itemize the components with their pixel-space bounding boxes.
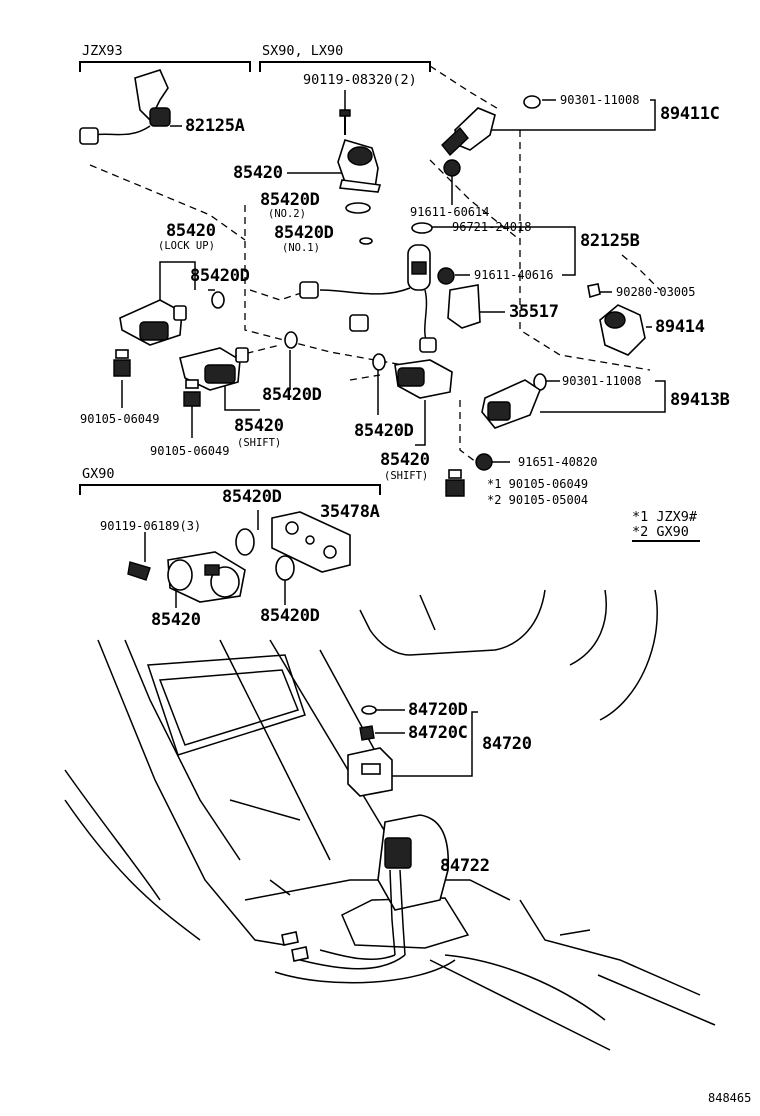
part-89411c-sensor <box>441 107 496 157</box>
label-85420d-b: 85420D <box>262 385 322 405</box>
part-85420-solenoid-top <box>337 139 382 193</box>
part-35478a-gasket <box>271 511 351 573</box>
label-91611-60614: 91611-60614 <box>410 205 490 219</box>
label-85420d-gx-a: 85420D <box>222 487 282 507</box>
label-89411c: 89411C <box>660 104 720 124</box>
label-90280-03005: 90280-03005 <box>616 285 696 299</box>
part-85420-shift-solenoid-b <box>394 359 453 399</box>
label-85420d-gx-b: 85420D <box>260 606 320 626</box>
label-90301-11008-a: 90301-11008 <box>560 93 640 107</box>
console-outline <box>64 589 716 1051</box>
washer-91651-40820 <box>475 453 493 471</box>
label-82125b: 82125B <box>580 231 640 251</box>
part-84720-indicator-box <box>347 747 393 797</box>
label-85420-shift-b: 85420 <box>380 450 430 470</box>
sx90-bracket <box>259 61 431 72</box>
oring-85420d-a <box>211 291 225 309</box>
part-89413b-sensor <box>481 379 541 429</box>
label-85420-shift-a: 85420 <box>234 416 284 436</box>
label-84720c: 84720C <box>408 723 468 743</box>
part-84722-shift-knob <box>281 814 450 970</box>
part-90105-06049-bolt-a <box>113 349 131 377</box>
part-85420-lockup-solenoid <box>119 299 187 346</box>
part-star-bolt <box>445 469 465 497</box>
label-85420d-a: 85420D <box>190 266 250 286</box>
oring-85420d-b <box>284 331 298 349</box>
group-sx90-lx90: SX90, LX90 <box>262 43 344 59</box>
part-90119-08320-bolt <box>339 109 351 135</box>
label-82125a: 82125A <box>185 116 245 136</box>
dash-outline-10 <box>621 254 661 291</box>
dash-outline-4 <box>519 130 651 371</box>
washer-91611-40616 <box>437 267 455 285</box>
label-85420d-no1: 85420D <box>274 223 334 243</box>
oring-85420d-gx-a <box>235 528 255 556</box>
dash-outline-2 <box>89 164 246 241</box>
label-91611-40616: 91611-40616 <box>474 268 554 282</box>
figure-number: 848465 <box>708 1091 752 1105</box>
label-91651-40820: 91651-40820 <box>518 455 598 469</box>
label-star1-part: *1 90105-06049 <box>487 477 589 491</box>
dash-outline-9 <box>349 374 381 381</box>
washer-91611-60614 <box>443 159 461 177</box>
part-35517-bracket <box>447 284 481 329</box>
label-84720: 84720 <box>482 734 532 754</box>
label-84722: 84722 <box>440 856 490 876</box>
part-84720c-socket <box>359 725 375 741</box>
label-85420-gx: 85420 <box>151 610 201 630</box>
part-82125a-sensor <box>79 69 171 145</box>
part-84720d-bulb <box>361 705 377 715</box>
dash-outline-1 <box>429 65 501 111</box>
label-90119-06189: 90119-06189(3) <box>100 519 202 533</box>
label-89413b: 89413B <box>670 390 730 410</box>
oring-85420d-no1 <box>359 237 373 245</box>
label-90105-06049-b: 90105-06049 <box>150 444 230 458</box>
label-star2-part: *2 90105-05004 <box>487 493 589 507</box>
dash-outline-5 <box>459 400 481 466</box>
part-85420-gx-solenoid <box>167 551 246 603</box>
label-89414: 89414 <box>655 317 705 337</box>
clip-90280-03005 <box>587 283 601 299</box>
part-82125b-sensor <box>299 244 437 353</box>
label-35478a: 35478A <box>320 502 380 522</box>
oring-90301-11008-a <box>523 95 541 109</box>
label-90119-08320: 90119-08320(2) <box>303 72 417 88</box>
oring-96721-24018 <box>411 222 433 234</box>
part-89414-sensor <box>599 304 646 356</box>
note-star1: *1 JZX9# <box>632 509 698 525</box>
gx90-bracket <box>79 484 381 495</box>
label-90301-11008-b: 90301-11008 <box>562 374 642 388</box>
oring-85420d-no2 <box>345 202 371 214</box>
oring-85420d-gx-b <box>275 555 295 581</box>
label-lockup: (LOCK UP) <box>158 240 215 252</box>
label-shift-b: (SHIFT) <box>384 470 429 482</box>
label-85420-top: 85420 <box>233 163 283 183</box>
oring-85420d-c <box>372 353 386 371</box>
label-no2: (NO.2) <box>268 208 306 220</box>
label-96721-24018: 96721-24018 <box>452 220 532 234</box>
jzx93-bracket <box>79 61 251 72</box>
label-85420-lockup: 85420 <box>166 221 216 241</box>
label-85420d-no2: 85420D <box>260 190 320 210</box>
group-gx90: GX90 <box>82 466 115 482</box>
label-84720d: 84720D <box>408 700 468 720</box>
label-90105-06049-a: 90105-06049 <box>80 412 160 426</box>
label-no1: (NO.1) <box>282 242 320 254</box>
group-jzx93: JZX93 <box>82 43 123 59</box>
part-90119-06189-bolt <box>127 561 151 581</box>
label-35517: 35517 <box>509 302 559 322</box>
label-shift-a: (SHIFT) <box>237 437 282 449</box>
label-85420d-c: 85420D <box>354 421 414 441</box>
note-star2: *2 GX90 <box>632 524 689 540</box>
part-90105-06049-bolt-b <box>183 379 201 407</box>
